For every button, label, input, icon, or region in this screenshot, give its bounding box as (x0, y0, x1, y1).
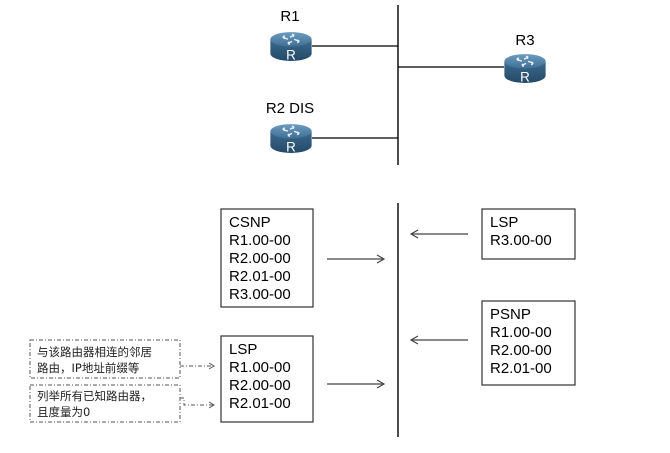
topology: R1 R2 DIS R3 (266, 5, 547, 165)
psnp-box: PSNP R1.00-00 R2.00-00 R2.01-00 (481, 300, 576, 386)
psnp-title: PSNP (490, 306, 531, 323)
note-neighbors: 与该路由器相连的邻居 路由，IP地址前缀等 (29, 339, 181, 379)
note-neighbors-line: 路由，IP地址前缀等 (37, 361, 139, 375)
arrow-left-icon (409, 335, 468, 345)
router-icon (503, 53, 547, 85)
note-known-routers: 列举所有已知路由器， 且度量为0 (29, 384, 181, 423)
router-r2[interactable]: R2 DIS (266, 100, 314, 155)
csnp-title: CSNP (229, 214, 271, 231)
note-known-routers-line: 且度量为0 (37, 405, 90, 419)
psnp-entry: R2.00-00 (490, 342, 552, 359)
lsp-local-entry: R2.00-00 (229, 377, 291, 394)
arrow-right-icon (327, 254, 386, 264)
note-neighbors-line: 与该路由器相连的邻居 (37, 345, 152, 359)
router-r3[interactable]: R3 (503, 32, 547, 85)
lsp-local-entry: R1.00-00 (229, 359, 291, 376)
csnp-entry: R2.00-00 (229, 250, 291, 267)
arrow-left-icon (409, 229, 468, 239)
psnp-entry: R1.00-00 (490, 324, 552, 341)
arrow-right-icon (327, 379, 386, 389)
router-icon (269, 123, 313, 155)
note-known-routers-line: 列举所有已知路由器， (37, 389, 152, 403)
router-label-r2: R2 DIS (266, 100, 314, 117)
csnp-entry: R3.00-00 (229, 286, 291, 303)
router-label-r1: R1 (280, 8, 299, 25)
lsp-local-entry: R2.01-00 (229, 395, 291, 412)
router-label-r3: R3 (515, 32, 534, 49)
router-r1[interactable]: R1 (269, 8, 313, 63)
lsp-r3-entry: R3.00-00 (490, 232, 552, 249)
lsp-r3-title: LSP (490, 214, 518, 231)
router-icon (269, 31, 313, 63)
lsp-local-title: LSP (229, 341, 257, 358)
dashed-arrow-icon (180, 397, 215, 409)
lsp-local-box: LSP R1.00-00 R2.00-00 R2.01-00 (220, 335, 314, 423)
dashed-arrow-icon (180, 362, 215, 370)
csnp-box: CSNP R1.00-00 R2.00-00 R2.01-00 R3.00-00 (220, 208, 314, 308)
psnp-entry: R2.01-00 (490, 360, 552, 377)
csnp-entry: R1.00-00 (229, 232, 291, 249)
lsp-r3-box: LSP R3.00-00 (481, 208, 576, 260)
pdu-exchange: CSNP R1.00-00 R2.00-00 R2.01-00 R3.00-00… (29, 203, 576, 437)
csnp-entry: R2.01-00 (229, 268, 291, 285)
